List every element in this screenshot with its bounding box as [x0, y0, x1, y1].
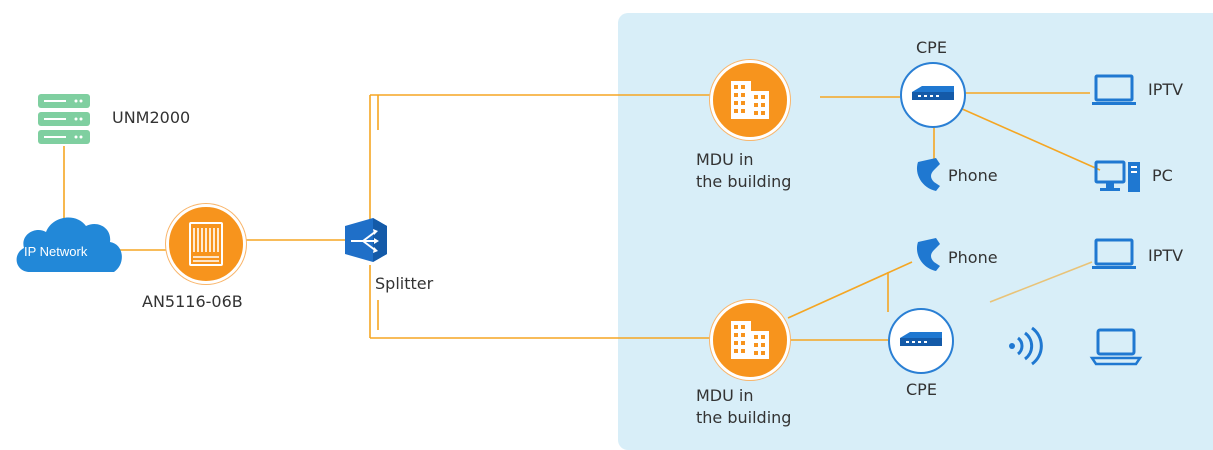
phone-bottom-label: Phone	[948, 248, 998, 267]
building-icon	[731, 81, 769, 119]
iptv-bottom-label: IPTV	[1148, 246, 1184, 265]
unm2000-server	[38, 94, 90, 150]
mdu-bottom-label-line1: MDU in	[696, 386, 754, 405]
wifi-signal-icon	[1009, 326, 1043, 366]
mdu-top-label-line1: MDU in	[696, 150, 754, 169]
mdu-bottom-label-line2: the building	[696, 408, 792, 427]
cpe-bottom-node	[888, 308, 954, 374]
phone-top-label: Phone	[948, 166, 998, 185]
splitter-icon	[345, 218, 387, 262]
mdu-top-label-line2: the building	[696, 172, 792, 191]
laptop-icon	[1089, 328, 1143, 366]
pc-node	[1094, 160, 1142, 198]
an5116-label: AN5116-06B	[142, 292, 243, 311]
wifi-node	[1006, 326, 1046, 370]
splitter-label: Splitter	[375, 274, 434, 293]
desktop-pc-icon	[1094, 160, 1140, 192]
phone-top-node	[912, 156, 942, 196]
monitor-icon	[1092, 238, 1136, 269]
iptv-bottom-node	[1092, 238, 1136, 276]
ip-network-cloud: IP Network	[10, 210, 128, 280]
iptv-top-node	[1092, 74, 1136, 112]
phone-icon	[916, 158, 940, 191]
link-iptv-bottom	[989, 261, 1093, 303]
phone-bottom-node	[912, 236, 942, 276]
splitter-node	[343, 216, 389, 268]
cpe-top-node	[900, 62, 966, 128]
an5116-node	[166, 204, 246, 284]
olt-chassis-icon	[189, 222, 223, 266]
monitor-icon	[1092, 74, 1136, 105]
phone-icon	[916, 238, 940, 271]
pc-label: PC	[1152, 166, 1173, 185]
server-icon	[38, 94, 90, 144]
cpe-top-label: CPE	[916, 38, 947, 57]
cloud-icon	[16, 217, 122, 272]
router-icon	[912, 86, 954, 100]
building-icon	[731, 321, 769, 359]
link-mdu-phone-bottom	[787, 261, 913, 319]
unm2000-label: UNM2000	[112, 108, 191, 127]
laptop-node	[1088, 326, 1144, 370]
ip-network-label: IP Network	[24, 244, 88, 259]
link-cpe-pc	[959, 107, 1101, 171]
mdu-top-node	[710, 60, 790, 140]
cpe-bottom-label: CPE	[906, 380, 937, 399]
router-icon	[900, 332, 942, 346]
iptv-top-label: IPTV	[1148, 80, 1184, 99]
mdu-bottom-node	[710, 300, 790, 380]
